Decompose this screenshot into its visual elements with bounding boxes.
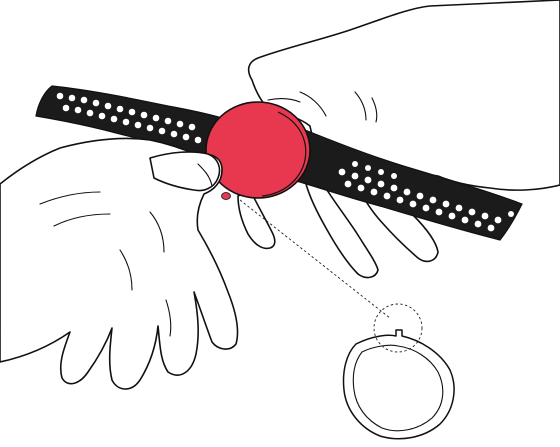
pod-backplate-detail	[344, 330, 455, 439]
left-hand	[0, 138, 238, 389]
tracker-pod	[206, 102, 310, 200]
